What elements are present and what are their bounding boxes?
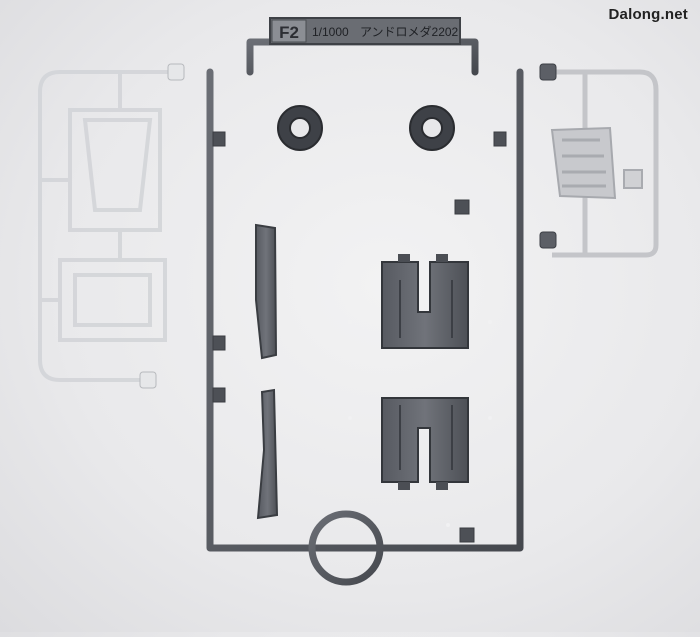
sprue-tag-plate <box>269 17 461 45</box>
tag-scale: 1/1000 <box>312 25 349 39</box>
tall-part-lower <box>256 388 279 520</box>
bottom-ring-runner <box>308 510 384 586</box>
sprue-tabs <box>212 131 507 543</box>
watermark: Dalong.net <box>608 6 688 23</box>
tag-name: アンドロメダ2202 <box>360 24 459 39</box>
h-part-upper <box>381 254 469 349</box>
ring-part-left <box>277 105 323 151</box>
u-part-lower <box>381 397 469 490</box>
tag-code: F2 <box>279 23 299 42</box>
gate-dots <box>348 320 492 527</box>
light-part-right <box>550 126 643 200</box>
light-sprue-right <box>548 69 659 258</box>
tall-part-upper <box>255 223 278 360</box>
clear-sprue-left <box>38 70 175 382</box>
ring-part-right <box>409 105 455 151</box>
dark-sprue-frame <box>148 38 549 552</box>
